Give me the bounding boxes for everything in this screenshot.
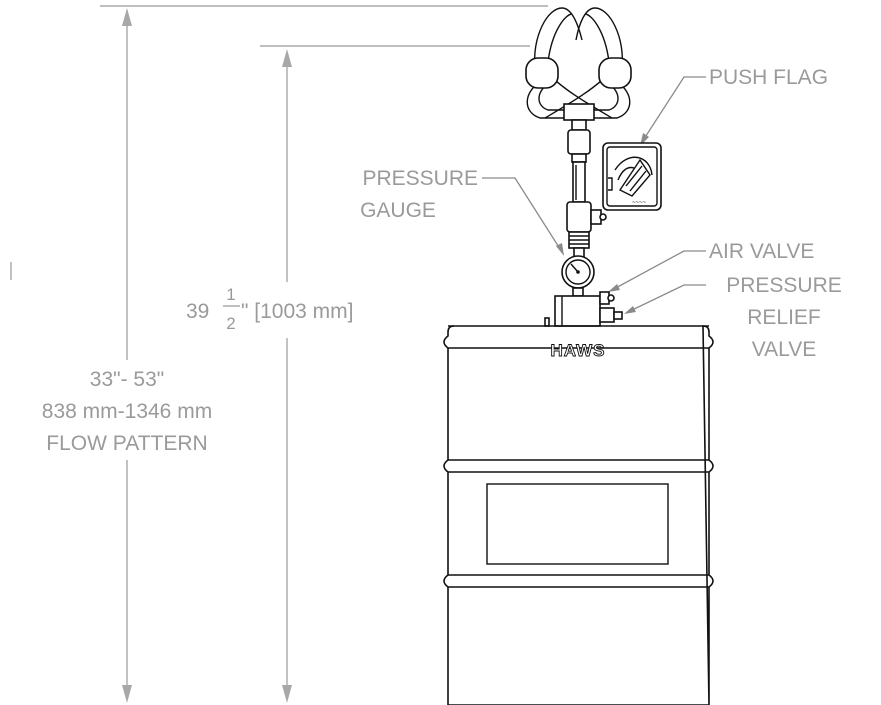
pressure-tank: HAWS xyxy=(443,325,714,705)
pressure-relief-fitting xyxy=(599,307,615,323)
inner-dimension-whole: 39 xyxy=(186,300,209,323)
tank-body xyxy=(443,325,714,705)
tank-label-panel xyxy=(486,483,669,565)
inner-dimension-line xyxy=(282,49,292,703)
pressure-gauge-label-line2: GAUGE xyxy=(360,199,436,222)
outer-dimension-line xyxy=(122,8,132,703)
outer-dimension-range: 33"- 53" xyxy=(90,368,164,391)
flow-arc-right xyxy=(575,7,624,71)
svg-text:~~~~: ~~~~ xyxy=(632,200,647,206)
pressure-gauge-leader xyxy=(482,177,563,253)
inner-dimension-bottom-arrow xyxy=(282,685,292,703)
inner-dimension-denominator: 2 xyxy=(226,314,235,333)
pressure-relief-label-line2: RELIEF xyxy=(747,306,821,329)
tee-fitting xyxy=(563,103,595,121)
eyewash-spray-heads xyxy=(525,7,632,121)
flow-arc-left xyxy=(533,7,583,71)
inner-dimension-numerator: 1 xyxy=(226,285,235,304)
spray-head-left xyxy=(525,57,559,89)
push-flag-label: PUSH FLAG xyxy=(709,66,828,89)
inner-dimension-label: 39 1 2 " [1003 mm] xyxy=(186,285,354,333)
ball-valve xyxy=(566,201,592,233)
top-manifold xyxy=(544,291,623,327)
outer-dimension-label: 33"- 53" 838 mm-1346 mm FLOW PATTERN xyxy=(42,368,212,455)
push-flag-leader xyxy=(641,76,706,143)
air-valve-label: AIR VALVE xyxy=(709,240,814,263)
pressure-relief-leader xyxy=(627,284,706,313)
inner-dimension-metric: " [1003 mm] xyxy=(241,300,354,323)
outer-dimension-metric: 838 mm-1346 mm xyxy=(42,400,212,423)
tank-brand-logo: HAWS xyxy=(551,341,606,360)
outer-dimension-caption: FLOW PATTERN xyxy=(46,432,207,455)
inner-dimension-top-arrow xyxy=(282,49,292,67)
outer-dimension-top-arrow xyxy=(122,8,132,26)
push-flag: ~~~~ xyxy=(602,142,662,211)
spray-head-right xyxy=(598,57,632,89)
air-valve-leader xyxy=(611,250,706,291)
pressure-relief-label-line3: VALVE xyxy=(752,338,817,361)
pressure-gauge-label-line1: PRESSURE xyxy=(362,167,478,190)
pressure-gauge xyxy=(561,255,595,297)
outer-dimension-bottom-arrow xyxy=(122,685,132,703)
pressure-relief-label-line1: PRESSURE xyxy=(726,274,842,297)
supply-pipe xyxy=(566,119,607,261)
